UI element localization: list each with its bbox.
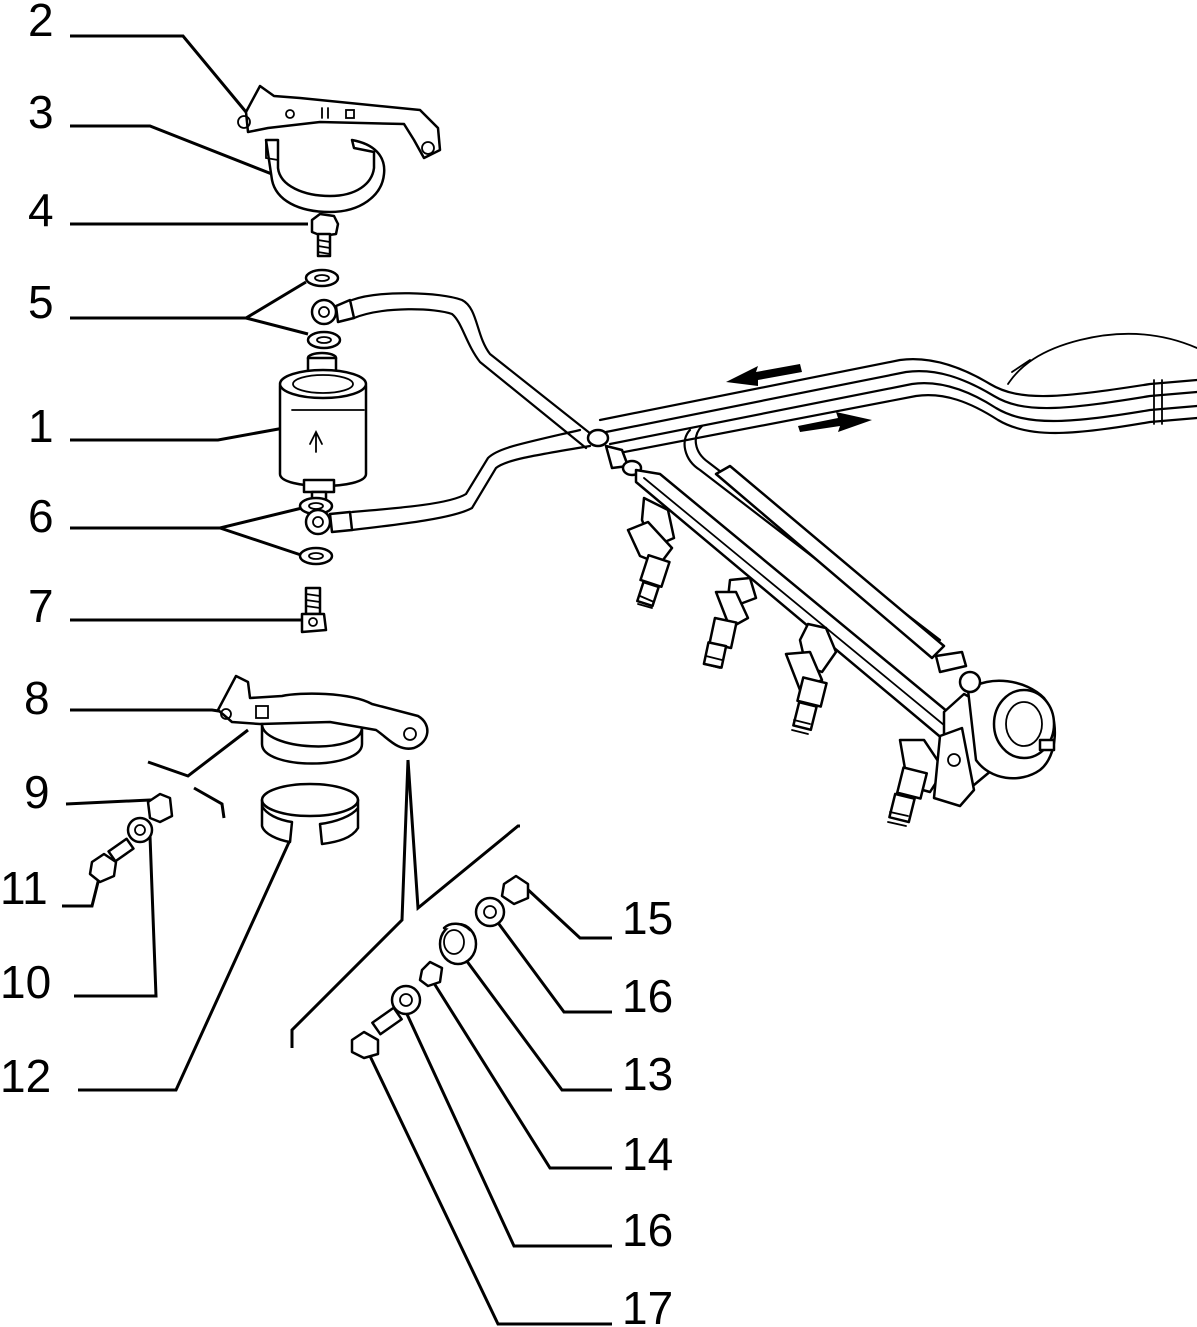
callout-4: 4 [28,184,54,236]
callout-labels: 2 3 4 5 1 6 7 8 9 11 10 12 15 16 13 14 1… [0,0,673,1327]
callout-6: 6 [28,490,54,542]
leader-5a [70,280,307,320]
callout-1: 1 [28,400,54,452]
callout-7: 7 [28,580,54,632]
leader-12 [78,839,292,1092]
leader-1 [70,426,285,442]
part-7-banjo-bolt [300,586,328,634]
leader-lines [62,34,612,1326]
callout-8: 8 [24,672,50,724]
callout-3: 3 [28,86,54,138]
leader-13 [464,959,612,1092]
part-6-washers [298,496,334,566]
callout-16-upper: 16 [622,970,673,1022]
callout-2: 2 [28,0,54,46]
leader-16-upper [494,919,612,1014]
fuel-lines [304,292,1197,660]
part-2-upper-bracket [237,84,442,160]
fuel-rail-assembly [586,428,1056,827]
leader-9 [65,798,156,806]
callout-14: 14 [622,1128,673,1180]
part-4-bolt [310,212,340,258]
callout-11: 11 [0,862,48,914]
part-11-bolt-head [88,852,118,884]
callout-13: 13 [622,1048,673,1100]
leader-14 [430,979,612,1170]
callout-15: 15 [622,892,673,944]
callout-5: 5 [28,276,54,328]
parts-9-10-11-fasteners [88,792,174,884]
leader-17 [368,1055,612,1326]
leader-6b [219,526,305,558]
leader-3 [70,124,283,180]
part-17-bolt-head [350,1030,380,1060]
callout-12: 12 [0,1050,51,1102]
parts-13-17-fasteners [350,874,530,1060]
callout-10: 10 [0,956,51,1008]
part-10-washer [126,816,154,844]
flow-arrow-right-icon [798,412,872,432]
part-15-nut [500,874,530,906]
part-3-clamp-ring [264,138,386,214]
part-1-fuel-filter [278,351,368,502]
callout-9: 9 [24,766,50,818]
leader-5b [245,316,309,336]
leader-16-lower [404,1011,612,1248]
leader-15 [522,884,612,940]
part-5-washers [304,268,342,350]
alignment-line-9 [147,728,249,778]
callout-17: 17 [622,1282,673,1327]
alignment-line-17 [290,759,410,1048]
leader-2 [70,34,248,113]
part-11-bolt-shank [107,837,135,863]
flow-arrow-left-icon [726,364,802,386]
part-12-rubber-sleeve [260,782,360,846]
alignment-line-15 [406,759,520,912]
part-8-lower-bracket [216,674,429,765]
leader-11 [62,873,102,908]
callout-16-lower: 16 [622,1204,673,1256]
part-9-spacer [146,792,174,824]
part-14-spacer [418,960,444,988]
leader-6a [70,506,303,530]
part-16-lower-washer [390,984,422,1016]
part-17-bolt-shank [371,1006,403,1036]
alignment-break-9 [193,786,226,819]
part-16-upper-washer [474,896,506,928]
